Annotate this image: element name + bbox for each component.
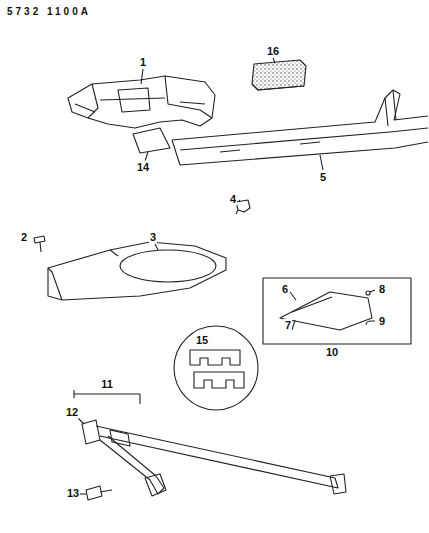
callout-number: 11 bbox=[100, 378, 114, 391]
callout-number: 10 bbox=[325, 346, 339, 359]
bolt bbox=[86, 486, 112, 500]
callout-number: 7 bbox=[284, 319, 292, 332]
leader-line bbox=[273, 58, 275, 63]
callout-number: 3 bbox=[149, 231, 157, 244]
floor-panel bbox=[48, 242, 226, 300]
callout-number: 13 bbox=[66, 487, 80, 500]
clips-detail bbox=[190, 350, 244, 388]
fasteners bbox=[290, 290, 375, 330]
leader-line bbox=[239, 200, 240, 202]
leader-line bbox=[141, 69, 143, 84]
callout-number: 15 bbox=[195, 334, 209, 347]
callout-number: 1 bbox=[139, 56, 147, 69]
leader-line bbox=[320, 155, 323, 170]
insulator-pad bbox=[252, 60, 306, 90]
patch-pad bbox=[133, 128, 170, 153]
screw bbox=[34, 236, 45, 252]
callout-number: 16 bbox=[266, 45, 280, 58]
callout-number: 2 bbox=[20, 231, 28, 244]
callout-number: 8 bbox=[378, 283, 386, 296]
leader-line bbox=[78, 418, 84, 424]
trim-panel bbox=[280, 292, 372, 330]
callout-number: 14 bbox=[136, 161, 150, 174]
leader-line bbox=[80, 493, 86, 494]
callout-number: 4 bbox=[229, 193, 237, 206]
callout-number: 5 bbox=[319, 171, 327, 184]
page-number: 5732 1100A bbox=[6, 6, 92, 18]
group-frame bbox=[263, 278, 411, 344]
callout-number: 12 bbox=[65, 406, 79, 419]
scuff-plate bbox=[172, 90, 428, 165]
callout-number: 6 bbox=[281, 283, 289, 296]
clip bbox=[236, 200, 250, 214]
detail-circle bbox=[174, 326, 258, 410]
callout-number: 9 bbox=[378, 315, 386, 328]
seat-belt bbox=[74, 390, 346, 496]
leader-line bbox=[155, 244, 158, 250]
